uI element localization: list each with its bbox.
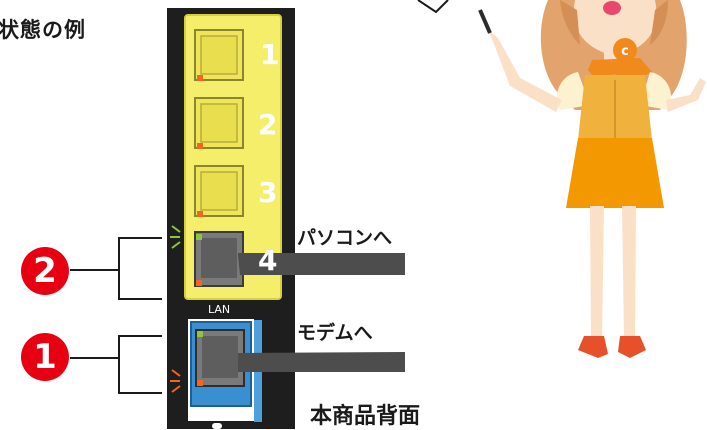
- lan-port-3: [194, 165, 244, 217]
- port-number-1: 1: [260, 38, 280, 71]
- bracket-1: [70, 335, 162, 394]
- step-badge-2: 2: [21, 247, 69, 295]
- lan-port-1: [194, 29, 244, 81]
- modem-cable: [238, 352, 405, 372]
- wan-port: [195, 329, 245, 387]
- step-badge-1: 1: [21, 333, 69, 381]
- lan-panel: [184, 14, 282, 300]
- page-title: 状態の例: [0, 18, 86, 42]
- lan-port-2: [194, 97, 244, 149]
- lan-port-4: [194, 231, 244, 287]
- wan-label: つながるポート(WAN): [192, 409, 253, 416]
- port-number-3: 3: [258, 176, 278, 209]
- speech-bubble-tail: [417, 0, 449, 14]
- modem-connection-label: モデムへ: [297, 322, 373, 344]
- svg-text:c: c: [621, 44, 629, 59]
- lan-led-blink-mark: [170, 225, 181, 249]
- port-number-2: 2: [258, 108, 278, 141]
- port-number-4: 4: [258, 244, 278, 277]
- lan-label: LAN: [208, 303, 231, 316]
- guide-character-illustration: c: [478, 0, 706, 358]
- router-back-label: 本商品背面: [310, 404, 421, 429]
- router-screw: [212, 423, 222, 429]
- pc-cable: [238, 253, 405, 275]
- bracket-2: [70, 237, 162, 300]
- wan-led-blink-mark: [170, 369, 181, 393]
- pc-connection-label: パソコンへ: [297, 227, 393, 249]
